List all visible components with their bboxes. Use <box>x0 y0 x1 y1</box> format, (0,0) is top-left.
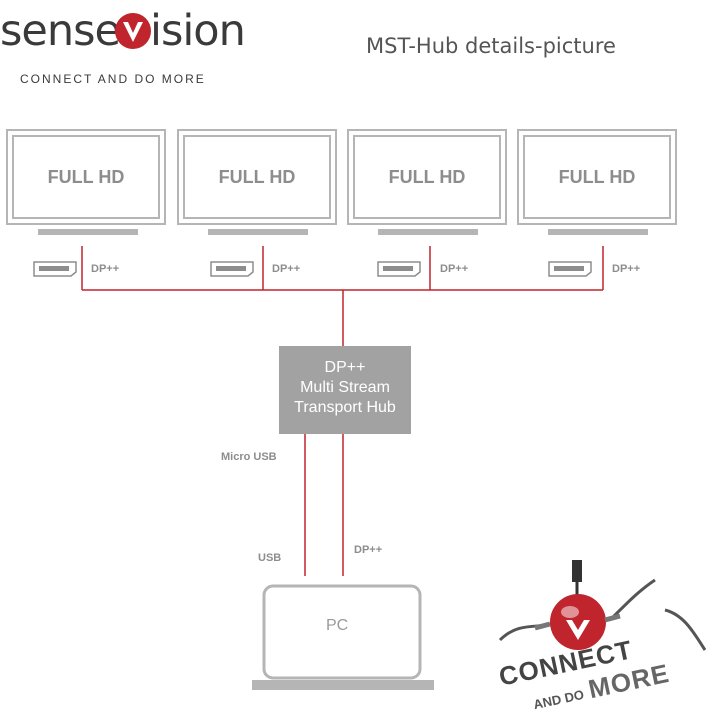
monitor-1-stand <box>38 229 138 235</box>
displayport-icon <box>548 261 592 277</box>
dp-port-label: DP++ <box>272 263 301 275</box>
mst-hub-box: DP++ Multi Stream Transport Hub <box>279 346 411 434</box>
monitor-3: FULL HD <box>347 129 507 225</box>
monitor-label: FULL HD <box>523 135 671 219</box>
hub-line-1: DP++ <box>324 359 366 376</box>
pc-label: PC <box>326 617 349 634</box>
hub-line-2: Multi Stream <box>300 379 390 396</box>
dp-port-label: DP++ <box>440 263 469 275</box>
product-photo-icon <box>498 560 707 651</box>
dp-port-label: DP++ <box>91 263 120 275</box>
monitor-2: FULL HD <box>177 129 337 225</box>
brand-v-logo-icon <box>115 13 151 49</box>
monitor-label: FULL HD <box>353 135 501 219</box>
displayport-icon <box>210 261 254 277</box>
dp-input-label: DP++ <box>354 544 383 556</box>
monitor-2-stand <box>208 229 308 235</box>
brand-name-left: sense <box>0 6 121 56</box>
monitor-4-stand <box>548 229 648 235</box>
monitor-1: FULL HD <box>6 129 166 225</box>
page-title: MST-Hub details-picture <box>366 34 616 58</box>
laptop-icon <box>252 584 434 690</box>
displayport-icon <box>377 261 421 277</box>
hub-line-3: Transport Hub <box>294 399 396 416</box>
brand-tagline: CONNECT AND DO MORE <box>20 72 206 86</box>
brand-name-right: ision <box>150 6 246 56</box>
monitor-4: FULL HD <box>517 129 677 225</box>
displayport-icon <box>33 261 77 277</box>
dp-port-label: DP++ <box>612 263 641 275</box>
monitor-3-stand <box>378 229 478 235</box>
monitor-label: FULL HD <box>12 135 160 219</box>
usb-label: USB <box>258 552 282 564</box>
micro-usb-label: Micro USB <box>221 451 277 463</box>
monitor-label: FULL HD <box>183 135 331 219</box>
